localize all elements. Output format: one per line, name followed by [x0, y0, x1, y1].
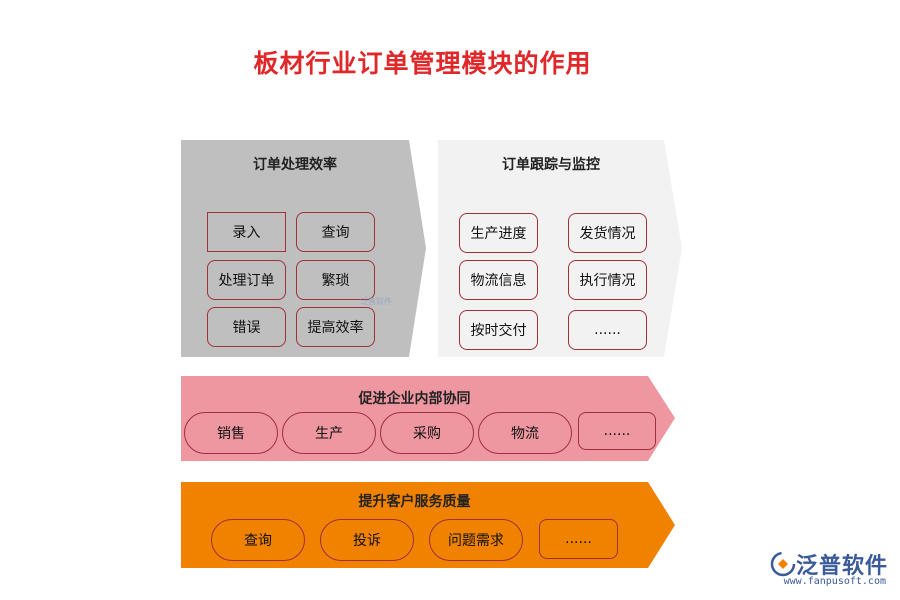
- efficiency-item-entry[interactable]: 录入: [207, 212, 286, 252]
- watermark-text: 泛普软件: [360, 297, 392, 306]
- logo-name: 泛普软件: [795, 554, 888, 579]
- collaboration-item-production[interactable]: 生产: [282, 412, 376, 454]
- efficiency-item-tedious[interactable]: 繁琐: [296, 260, 375, 300]
- collaboration-item-more[interactable]: ......: [578, 412, 656, 450]
- tracking-item-production[interactable]: 生产进度: [459, 213, 538, 253]
- service-panel-bg: [181, 482, 675, 568]
- service-panel-title: 提升客户服务质量: [358, 494, 471, 510]
- tracking-panel-bg: [438, 140, 682, 357]
- efficiency-item-query[interactable]: 查询: [296, 212, 375, 252]
- logo-url: www.fanpusoft.com: [783, 576, 886, 587]
- efficiency-item-improve[interactable]: 提高效率: [296, 307, 375, 347]
- collaboration-item-logistics[interactable]: 物流: [478, 412, 572, 454]
- brand-logo: 泛普软件: [770, 548, 888, 580]
- page-title: 板材行业订单管理模块的作用: [253, 49, 592, 78]
- tracking-item-shipping[interactable]: 发货情况: [568, 213, 647, 253]
- tracking-panel-title: 订单跟踪与监控: [502, 157, 600, 173]
- service-item-issue[interactable]: 问题需求: [429, 519, 523, 561]
- tracking-item-more[interactable]: ......: [568, 310, 647, 350]
- service-item-more[interactable]: ......: [539, 519, 618, 559]
- service-item-complaint[interactable]: 投诉: [320, 519, 414, 561]
- efficiency-panel-title: 订单处理效率: [253, 157, 337, 173]
- tracking-item-logistics[interactable]: 物流信息: [459, 260, 538, 300]
- tracking-item-execution[interactable]: 执行情况: [568, 260, 647, 300]
- collaboration-item-purchase[interactable]: 采购: [380, 412, 474, 454]
- tracking-item-delivery[interactable]: 按时交付: [459, 310, 538, 350]
- collaboration-item-sales[interactable]: 销售: [184, 412, 278, 454]
- collaboration-panel-title: 促进企业内部协同: [358, 391, 471, 407]
- efficiency-item-process-order[interactable]: 处理订单: [207, 260, 286, 300]
- efficiency-item-errors[interactable]: 错误: [207, 307, 286, 347]
- fanpu-logo-icon: [770, 551, 796, 577]
- service-item-query[interactable]: 查询: [211, 519, 305, 561]
